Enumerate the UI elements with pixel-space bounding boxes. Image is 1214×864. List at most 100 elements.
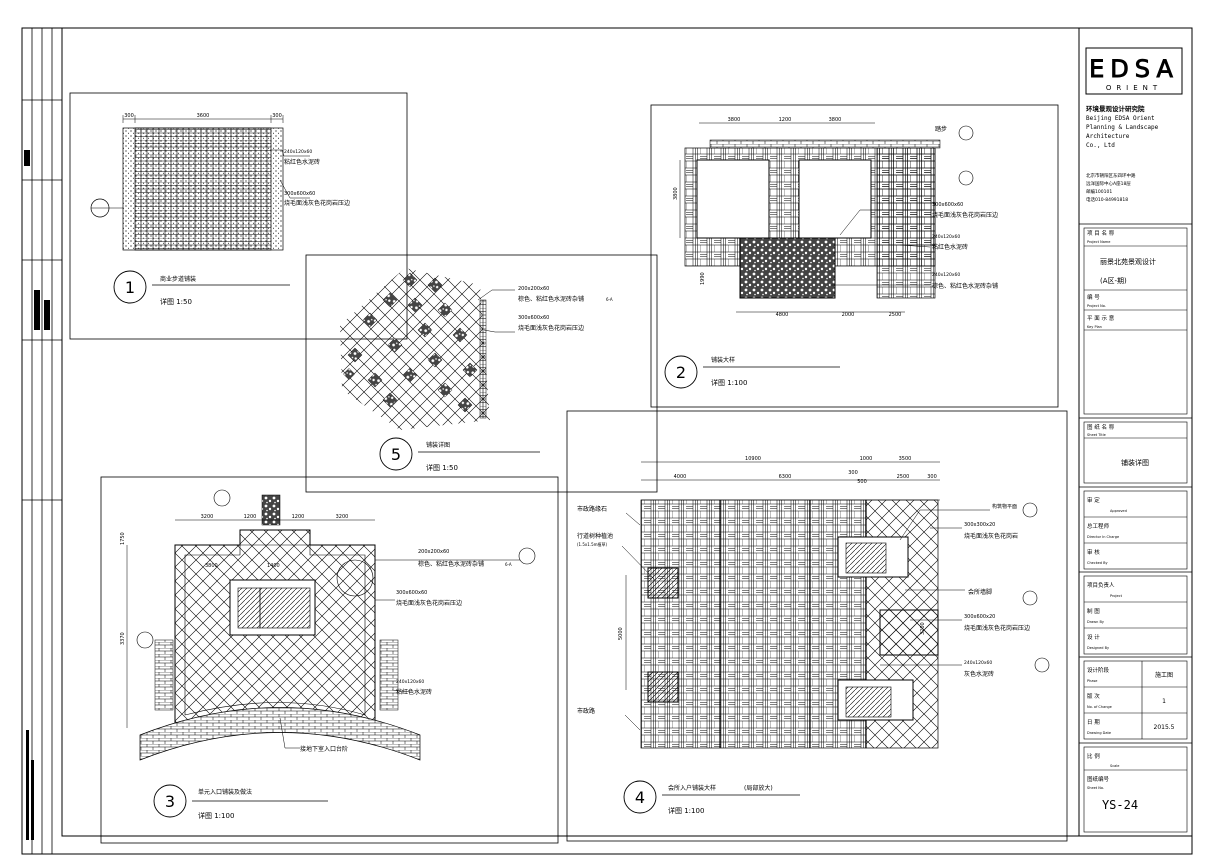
d5-note-0: 200x200x60 (518, 286, 549, 292)
d1-scale: 详图 1:50 (160, 297, 192, 306)
d3-dim-inner-0: 3800 (205, 563, 218, 569)
d2-note-2: 240x120x60 (932, 234, 960, 240)
d4-note-left-3: 市政路 (577, 707, 595, 715)
d3-dim-top-0: 3200 (201, 514, 214, 520)
sheet-title-label-en: Sheet Title (1087, 433, 1106, 437)
d5-ref: 6-A (606, 297, 613, 302)
sheet-title-label: 图 纸 名 称 (1087, 423, 1115, 431)
d5-number: 5 (391, 445, 401, 464)
d3-title: 单元入口铺装及做法 (198, 788, 252, 796)
d3-note-3: 烧毛面浅灰色花岗岩压边 (396, 599, 462, 607)
d4-dim-right: 3200 (920, 622, 926, 635)
address-4: 电话010-84991818 (1086, 196, 1128, 203)
revision-label: 版 次 (1087, 692, 1100, 700)
d5-note-3: 烧毛面浅灰色花岗岩压边 (518, 324, 584, 332)
approved-label: 审 定 (1087, 496, 1100, 504)
address-3: 邮编100101 (1086, 188, 1112, 195)
keymap-label: 平 面 示 意 (1087, 314, 1115, 322)
d4-dim-left: 5000 (618, 627, 624, 640)
d3-ref: 6-A (505, 562, 512, 567)
director-label: 总工程师 (1087, 522, 1110, 530)
scale-label: 比 例 (1087, 752, 1100, 760)
checked-label-en: Checked By (1087, 561, 1108, 565)
director-label-en: Director In Charge (1087, 535, 1119, 539)
d2-dim-top-2: 3800 (829, 117, 842, 123)
d2-dim-top-0: 3800 (728, 117, 741, 123)
d4-dim-mid-5: 300 (927, 474, 937, 480)
d2-dim-bottom-1: 2000 (842, 312, 855, 318)
d3-dim-inner-1: 1400 (267, 563, 280, 569)
d3-note-6: 接地下室入口台阶 (300, 745, 348, 753)
d4-dim-top-1: 3500 (899, 456, 912, 462)
project-name: 丽景北苑景观设计 (1100, 257, 1156, 266)
d3-dim-left: 3370 (120, 632, 126, 645)
d2-dim-left2: 1990 (700, 272, 706, 285)
d2-number: 2 (676, 363, 686, 382)
sheet-number: YS-24 (1102, 798, 1138, 812)
d4-note-right-7: 灰色水泥砖 (964, 670, 994, 678)
logo-bottom: ORIENT (1106, 84, 1162, 92)
d4-dim-mid-4: 2500 (897, 474, 910, 480)
d2-dim-left: 3800 (673, 187, 679, 200)
sheetno-label-en: Sheet No. (1087, 786, 1104, 790)
left-strip-marks (24, 150, 50, 840)
sheetno-label: 图纸编号 (1087, 775, 1110, 783)
d4-dim-mid-1: 6300 (779, 474, 792, 480)
d4-dim-mid-0: 4000 (674, 474, 687, 480)
d2-note-3: 粘红色水泥砖 (932, 243, 968, 251)
d1-note-0: 240x120x60 (284, 149, 312, 155)
company-en-4: Co., Ltd (1086, 142, 1115, 149)
detail-1: 300 3600 300 240x120x60 粘红色水泥砖 300x600x6… (69, 92, 408, 340)
d3-note-0: 200x200x60 (418, 549, 449, 555)
pm-label-en: Project (1110, 594, 1123, 598)
d2-note-0: 300x600x60 (932, 202, 963, 208)
d4-note-right-2: 烧毛面浅灰色花岗岩 (964, 532, 1018, 540)
stage-label: 设计阶段 (1087, 666, 1110, 674)
drawn-label-en: Drawn By (1087, 620, 1104, 624)
title-block: EDSA ORIENT 环境景观设计研究院 Beijing EDSA Orien… (1078, 27, 1193, 837)
d3-number: 3 (165, 792, 175, 811)
d3-note-1: 棕色、粘红色水泥砖杂铺 (418, 560, 484, 568)
d2-dim-bottom-0: 4800 (776, 312, 789, 318)
keymap-label-en: Key Plan (1087, 325, 1102, 329)
d3-note-5: 粘红色水泥砖 (396, 688, 432, 696)
address-2: 远洋国际中心A座18层 (1086, 180, 1131, 187)
revision-label-en: No. of Change (1087, 705, 1112, 709)
design-label-en: Designed By (1087, 646, 1109, 650)
sheet-title: 铺装详图 (1121, 458, 1149, 467)
d4-note-left-0: 市政路缘石 (577, 505, 607, 513)
d2-note-4: 240x120x60 (932, 272, 960, 278)
design-label: 设 计 (1087, 633, 1100, 641)
d2-title: 铺装大样 (711, 356, 735, 364)
d1-number-circle (113, 270, 147, 304)
logo-top: EDSA (1089, 55, 1179, 83)
company-en-3: Architecture (1086, 133, 1130, 140)
d3-number-circle (153, 784, 187, 818)
d4-number: 4 (635, 788, 645, 807)
approved-label-en: Approved (1110, 509, 1127, 513)
d4-dim-top-0: 10900 (745, 456, 761, 462)
d5-scale: 详图 1:50 (426, 463, 458, 472)
d3-note-2: 300x600x60 (396, 590, 427, 596)
left-strip (22, 28, 62, 854)
d2-dim-bottom-2: 2500 (889, 312, 902, 318)
d1-dim-2: 300 (272, 113, 282, 119)
checked-label: 审 核 (1087, 548, 1100, 556)
d3-dim-top-1: 1200 (244, 514, 257, 520)
number-label: 编 号 (1087, 293, 1100, 301)
stage-value: 施工图 (1155, 671, 1173, 679)
company-cn: 环境景观设计研究院 (1086, 104, 1145, 113)
address-1: 北京市朝阳区东四环中路 (1086, 172, 1136, 179)
drawn-label: 制 图 (1087, 607, 1100, 615)
d2-tag: 踏步 (935, 125, 947, 133)
d4-note-right-5: 烧毛面浅灰色花岗岩压边 (964, 624, 1030, 632)
date-label-en: Drawing Date (1087, 731, 1111, 735)
date-value: 2015.5 (1154, 724, 1175, 731)
number-label-en: Project No. (1087, 304, 1106, 308)
d4-note-right-6: 240x120x60 (964, 660, 992, 666)
d2-dim-top-1: 1200 (779, 117, 792, 123)
project-phase: (A区-期) (1100, 277, 1127, 285)
d5-note-2: 300x600x60 (518, 315, 549, 321)
d3-note-4: 240x120x60 (396, 679, 424, 685)
